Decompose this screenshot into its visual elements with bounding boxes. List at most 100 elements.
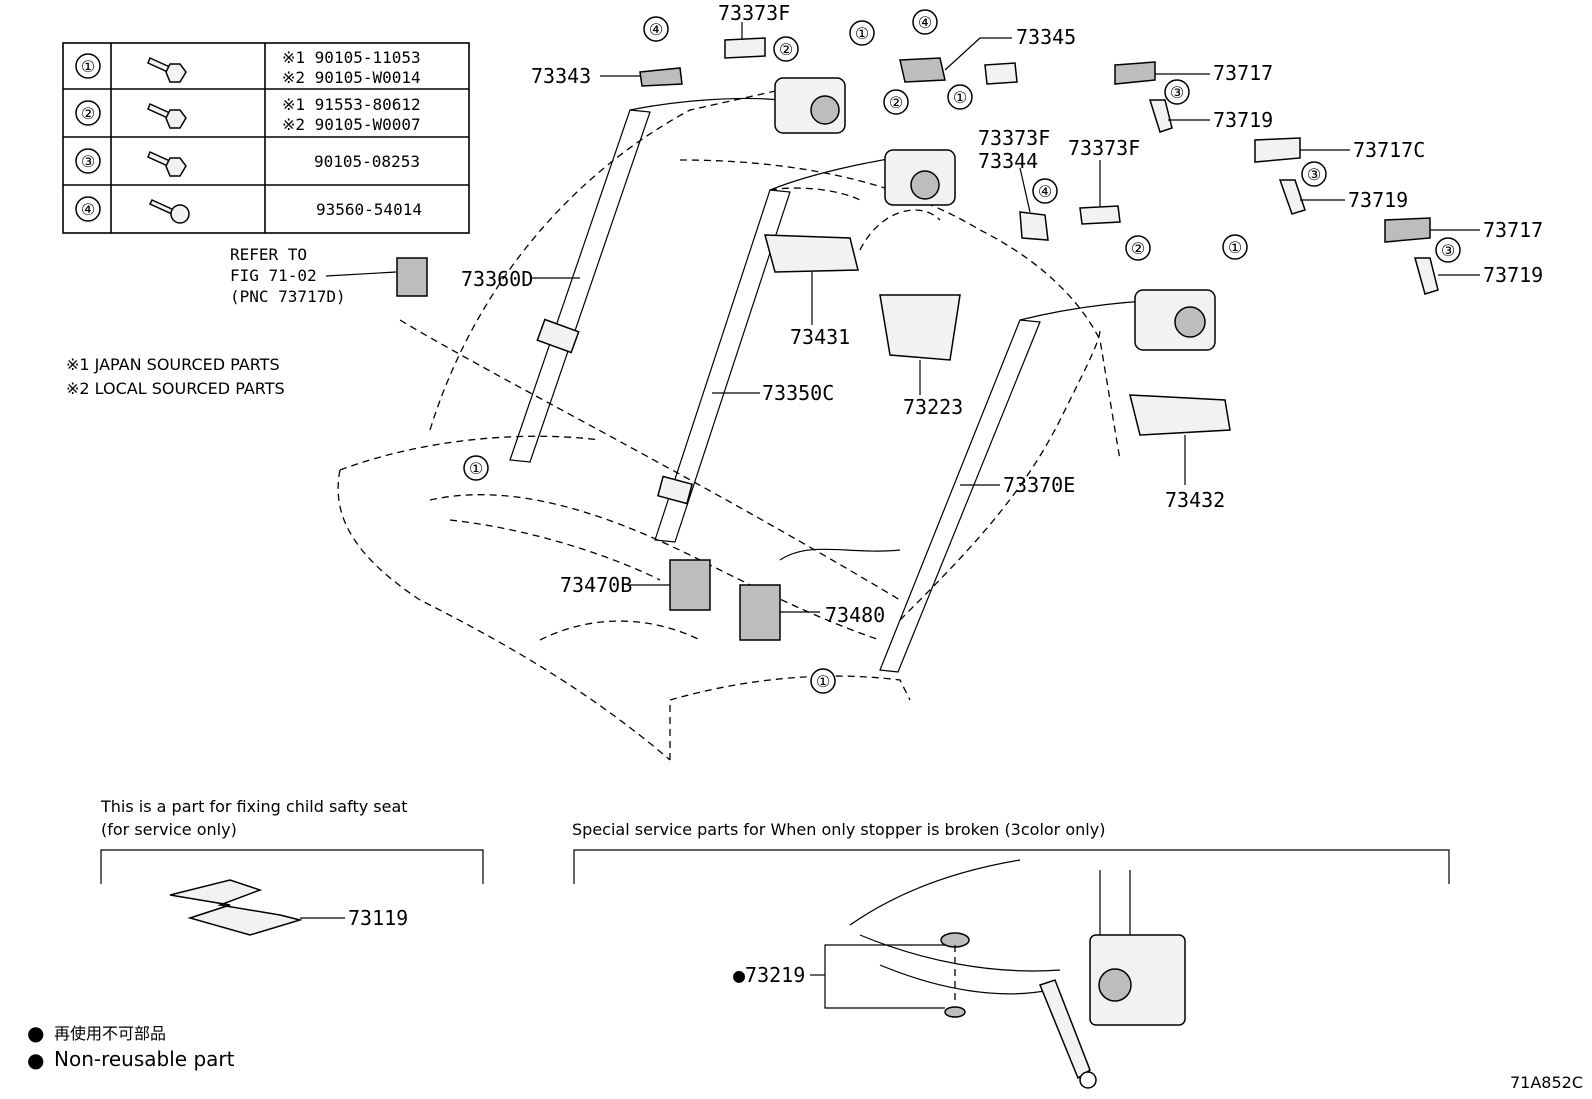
special-service-note: Special service parts for When only stop… [572, 820, 1105, 839]
callout-73719: 73719 [1348, 188, 1408, 212]
cover-73431 [764, 234, 859, 273]
cover-73223 [879, 294, 961, 361]
svg-text:②: ② [889, 93, 903, 112]
buckle-73480 [739, 584, 781, 641]
bolt-icon [147, 56, 187, 83]
svg-text:④: ④ [649, 20, 663, 39]
svg-text:①: ① [469, 459, 483, 478]
retractor-right [1134, 289, 1216, 351]
callout-73432: 73432 [1165, 488, 1225, 512]
bracket-73719-b [1278, 179, 1306, 215]
part-number: 90105-08253 [314, 152, 420, 171]
child-seat-section: This is a part for fixing child safty se… [100, 797, 484, 936]
belt-73360D [509, 97, 781, 463]
callout-73480: 73480 [825, 603, 885, 627]
source-note: ※2 LOCAL SOURCED PARTS [66, 379, 285, 398]
switch-bezel-icon [396, 257, 428, 297]
callout-73219: ●73219 [733, 963, 805, 987]
fastener-table: ① ※1 90105-11053 ※2 90105-W0014 ② ※1 915… [62, 42, 470, 234]
refer-note-line: (PNC 73717D) [230, 287, 346, 306]
screw-icon [148, 199, 190, 224]
callout-73373F: 73373F [718, 1, 790, 25]
cover-73345 [899, 57, 946, 83]
part-number: ※1 90105-11053 [282, 48, 421, 67]
child-seat-note: This is a part for fixing child safty se… [100, 797, 408, 816]
callout-73360D: 73360D [461, 267, 533, 291]
svg-text:①: ① [1228, 238, 1242, 257]
stopper-upper [940, 932, 970, 948]
callout-73119: 73119 [348, 906, 408, 930]
svg-text:④: ④ [1038, 182, 1052, 201]
callout-73717: 73717 [1483, 218, 1543, 242]
svg-text:①: ① [816, 672, 830, 691]
anchor-plate-73119 [169, 879, 303, 936]
callout-73350C: 73350C [762, 381, 834, 405]
retractor-center [884, 149, 956, 206]
legend: ● 再使用不可部品 ● Non-reusable part [27, 1021, 235, 1072]
legend-bullet: ● [27, 1021, 44, 1045]
cover-73717-b [1384, 217, 1431, 243]
callout-73373F: 73373F [1068, 136, 1140, 160]
bracket-73719-a [1148, 99, 1173, 133]
callout-73431: 73431 [790, 325, 850, 349]
ref-markers: ④ ② ① ④ ② ① ④ ② ① ③ ③ ③ ① ① [463, 9, 1461, 694]
callout-73370E: 73370E [1003, 473, 1075, 497]
callout-73719: 73719 [1213, 108, 1273, 132]
cover-73432 [1129, 394, 1231, 436]
cover-73344 [1019, 211, 1049, 241]
table-row: ① ※1 90105-11053 ※2 90105-W0014 [75, 48, 421, 87]
svg-text:②: ② [1131, 239, 1145, 258]
bracket-73719-c [1414, 257, 1439, 295]
svg-text:②: ② [779, 40, 793, 59]
callout-73373F: 73373F [978, 126, 1050, 150]
bolt-icon [147, 102, 187, 129]
legend-text: Non-reusable part [54, 1047, 235, 1071]
svg-text:③: ③ [1170, 83, 1184, 102]
callout-73719: 73719 [1483, 263, 1543, 287]
cover-73717-a [1114, 61, 1156, 85]
source-note: ※1 JAPAN SOURCED PARTS [66, 355, 280, 374]
refer-note: REFER TO FIG 71-02 (PNC 73717D) [230, 245, 428, 306]
callout-73345: 73345 [1016, 25, 1076, 49]
callout-73343: 73343 [531, 64, 591, 88]
ref-number: ③ [81, 152, 95, 171]
part-number: ※2 90105-W0007 [282, 115, 421, 134]
callout-labels: 73373F 73343 73345 73373F 73344 73373F 7… [461, 1, 1543, 627]
legend-bullet: ● [27, 1048, 44, 1072]
ref-number: ④ [81, 200, 95, 219]
cover-73373F-c [1079, 205, 1121, 225]
leader-lines [532, 22, 1480, 613]
cover-73717C [1254, 137, 1301, 163]
legend-text: 再使用不可部品 [54, 1024, 166, 1043]
rear-seat-outline [337, 89, 1121, 761]
part-number: 93560-54014 [316, 200, 422, 219]
callout-73717: 73717 [1213, 61, 1273, 85]
stopper-lower [944, 1006, 966, 1018]
table-row: ② ※1 91553-80612 ※2 90105-W0007 [75, 95, 421, 134]
svg-text:③: ③ [1441, 241, 1455, 260]
special-service-section: Special service parts for When only stop… [572, 820, 1450, 1089]
svg-text:④: ④ [918, 13, 932, 32]
figure-code: 71A852C [1510, 1073, 1583, 1092]
cover-73373F-b [984, 62, 1018, 85]
bolt-icon [147, 150, 187, 177]
callout-73717C: 73717C [1353, 138, 1425, 162]
retractor-detail [1089, 934, 1186, 1026]
callout-73470B: 73470B [560, 573, 632, 597]
ref-number: ① [81, 57, 95, 76]
cover-73343 [639, 67, 683, 87]
svg-text:③: ③ [1307, 165, 1321, 184]
callout-73344: 73344 [978, 149, 1038, 173]
cover-73373F-a [724, 37, 766, 59]
svg-text:①: ① [855, 24, 869, 43]
part-number: ※1 91553-80612 [282, 95, 421, 114]
retractor-left [774, 77, 846, 134]
child-seat-note: (for service only) [101, 820, 237, 839]
buckle-73470B [669, 559, 711, 611]
part-number: ※2 90105-W0014 [282, 68, 421, 87]
table-row: ④ 93560-54014 [75, 196, 422, 224]
ref-number: ② [81, 104, 95, 123]
table-row: ③ 90105-08253 [75, 148, 420, 177]
callout-73223: 73223 [903, 395, 963, 419]
